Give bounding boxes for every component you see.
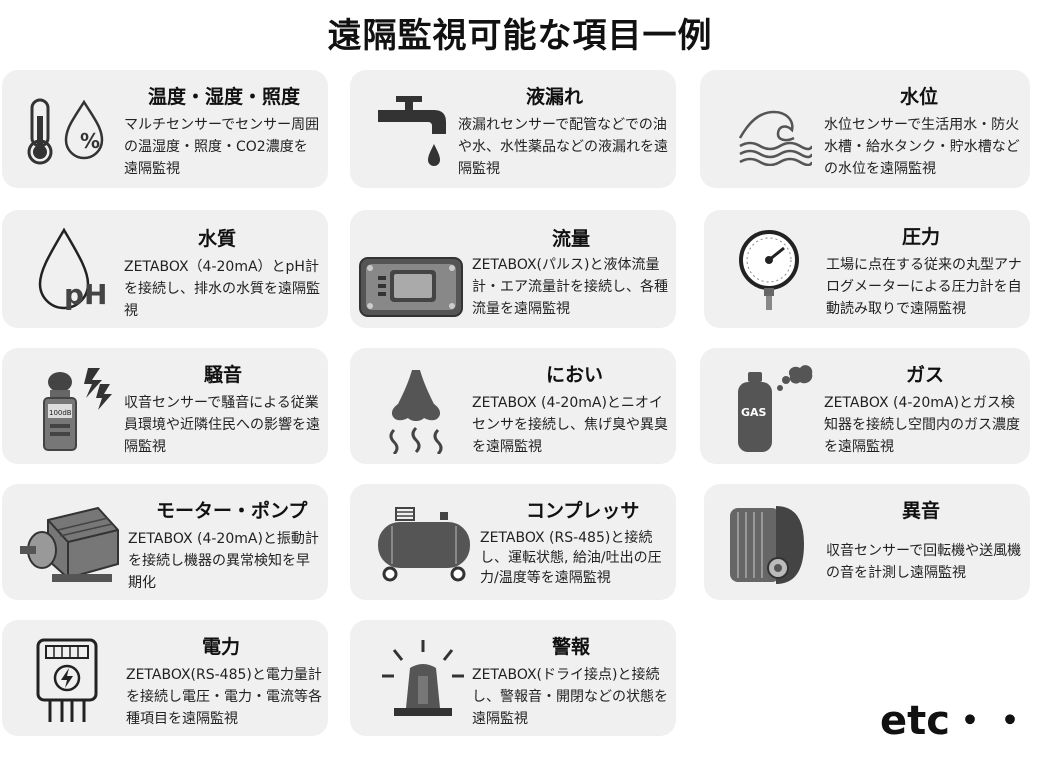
card-abnormal-sound: 異音 収音センサーで回転機や送風機の音を計測し遠隔監視 <box>704 484 1030 600</box>
card-desc: ZETABOX(ドライ接点)と接続し、警報音・開閉などの状態を遠隔監視 <box>472 667 668 727</box>
card-desc: 液漏れセンサーで配管などでの油や水、水性薬品などの液漏れを遠隔監視 <box>458 117 668 177</box>
card-water-level: 水位 水位センサーで生活用水・防火水槽・給水タンク・貯水槽などの水位を遠隔監視 <box>700 70 1030 188</box>
card-leak: 液漏れ 液漏れセンサーで配管などでの油や水、水性薬品などの液漏れを遠隔監視 <box>350 70 676 188</box>
ph-label: pH <box>64 278 107 311</box>
percent-label: % <box>80 129 100 153</box>
nose-icon <box>382 366 452 454</box>
flowmeter-icon <box>356 254 466 320</box>
card-title: 液漏れ <box>526 86 584 108</box>
page-title: 遠隔監視可能な項目一例 <box>327 16 713 56</box>
compressor-icon <box>374 504 474 584</box>
card-title: モーター・ポンプ <box>156 500 308 522</box>
wave-icon <box>736 94 812 166</box>
card-alarm: 警報 ZETABOX(ドライ接点)と接続し、警報音・開閉などの状態を遠隔監視 <box>350 620 676 736</box>
card-title: 異音 <box>902 500 941 522</box>
card-title: 騒音 <box>204 364 243 386</box>
ph-drop-icon: pH <box>32 224 116 316</box>
pressure-gauge-icon <box>734 226 804 314</box>
card-desc: ZETABOX (4-20mA)とガス検知器を接続し空間内のガス濃度を遠隔監視 <box>824 395 1020 455</box>
gas-label: GAS <box>741 406 767 419</box>
card-flow: 流量 ZETABOX(パルス)と液体流量計・エア流量計を接続し、各種流量を遠隔監… <box>350 210 676 328</box>
etc-label: etc・・・ <box>880 698 1040 744</box>
card-odor: におい ZETABOX (4-20mA)とニオイセンサを接続し、焦げ臭や異臭を遠… <box>350 348 676 464</box>
gas-cylinder-icon: GAS <box>734 362 814 458</box>
card-desc: ZETABOX(RS-485)と電力量計を接続し電圧・電力・電流等各種項目を遠隔… <box>126 667 322 727</box>
card-title: 流量 <box>552 228 591 250</box>
card-title: 温度・湿度・照度 <box>148 86 301 108</box>
card-desc: 収音センサーで回転機や送風機の音を計測し遠隔監視 <box>826 543 1022 581</box>
card-desc: 収音センサーで騒音による従業員環境や近隣住民への影響を遠隔監視 <box>124 395 320 455</box>
card-title: 警報 <box>552 636 591 658</box>
card-title: コンプレッサ <box>526 500 640 522</box>
card-title: 圧力 <box>902 226 941 248</box>
sound-meter-icon: 100dB <box>38 364 118 456</box>
card-gas: GAS ガス ZETABOX (4-20mA)とガス検知器を接続し空間内のガス濃… <box>700 348 1030 464</box>
card-desc: 水位センサーで生活用水・防火水槽・給水タンク・貯水槽などの水位を遠隔監視 <box>824 117 1020 177</box>
card-noise: 100dB 騒音 収音センサーで騒音による従業員環境や近隣住民への影響を遠隔監視 <box>2 348 328 464</box>
card-title: 水位 <box>900 86 939 108</box>
card-desc: ZETABOX（4-20mA）とpH計を接続し、排水の水質を遠隔監視 <box>124 259 320 319</box>
card-desc: 工場に点在する従来の丸型アナログメーターによる圧力計を自動読み取りで遠隔監視 <box>826 257 1022 317</box>
card-pressure: 圧力 工場に点在する従来の丸型アナログメーターによる圧力計を自動読み取りで遠隔監… <box>704 210 1030 328</box>
card-motor: モーター・ポンプ ZETABOX (4-20mA)と振動計を接続し機器の異常検知… <box>2 484 328 600</box>
faucet-icon <box>372 88 452 174</box>
card-compressor: コンプレッサ ZETABOX (RS-485)と接続し、運転状態, 給油/吐出の… <box>350 484 676 600</box>
card-desc: ZETABOX (4-20mA)と振動計を接続し機器の異常検知を早期化 <box>128 531 319 591</box>
card-desc: ZETABOX (RS-485)と接続し、運転状態, 給油/吐出の圧力/温度等を… <box>480 530 662 586</box>
db-label: 100dB <box>49 409 72 417</box>
card-temperature: % 温度・湿度・照度 マルチセンサーでセンサー周囲の温湿度・照度・CO2濃度を遠… <box>2 70 328 188</box>
motor-icon <box>18 500 124 586</box>
card-power: 電力 ZETABOX(RS-485)と電力量計を接続し電圧・電力・電流等各種項目… <box>2 620 328 736</box>
power-meter-icon <box>32 634 102 726</box>
card-desc: ZETABOX (4-20mA)とニオイセンサを接続し、焦げ臭や異臭を遠隔監視 <box>472 395 668 455</box>
card-desc: マルチセンサーでセンサー周囲の温湿度・照度・CO2濃度を遠隔監視 <box>124 117 320 177</box>
alarm-light-icon <box>380 636 466 726</box>
thermometer-droplet-icon: % <box>22 92 120 168</box>
card-desc: ZETABOX(パルス)と液体流量計・エア流量計を接続し、各種流量を遠隔監視 <box>472 257 668 317</box>
card-title: におい <box>546 364 604 386</box>
blower-icon <box>726 500 808 590</box>
card-water-quality: pH 水質 ZETABOX（4-20mA）とpH計を接続し、排水の水質を遠隔監視 <box>2 210 328 328</box>
card-title: ガス <box>906 364 945 386</box>
card-title: 電力 <box>202 636 241 658</box>
card-title: 水質 <box>198 228 237 250</box>
